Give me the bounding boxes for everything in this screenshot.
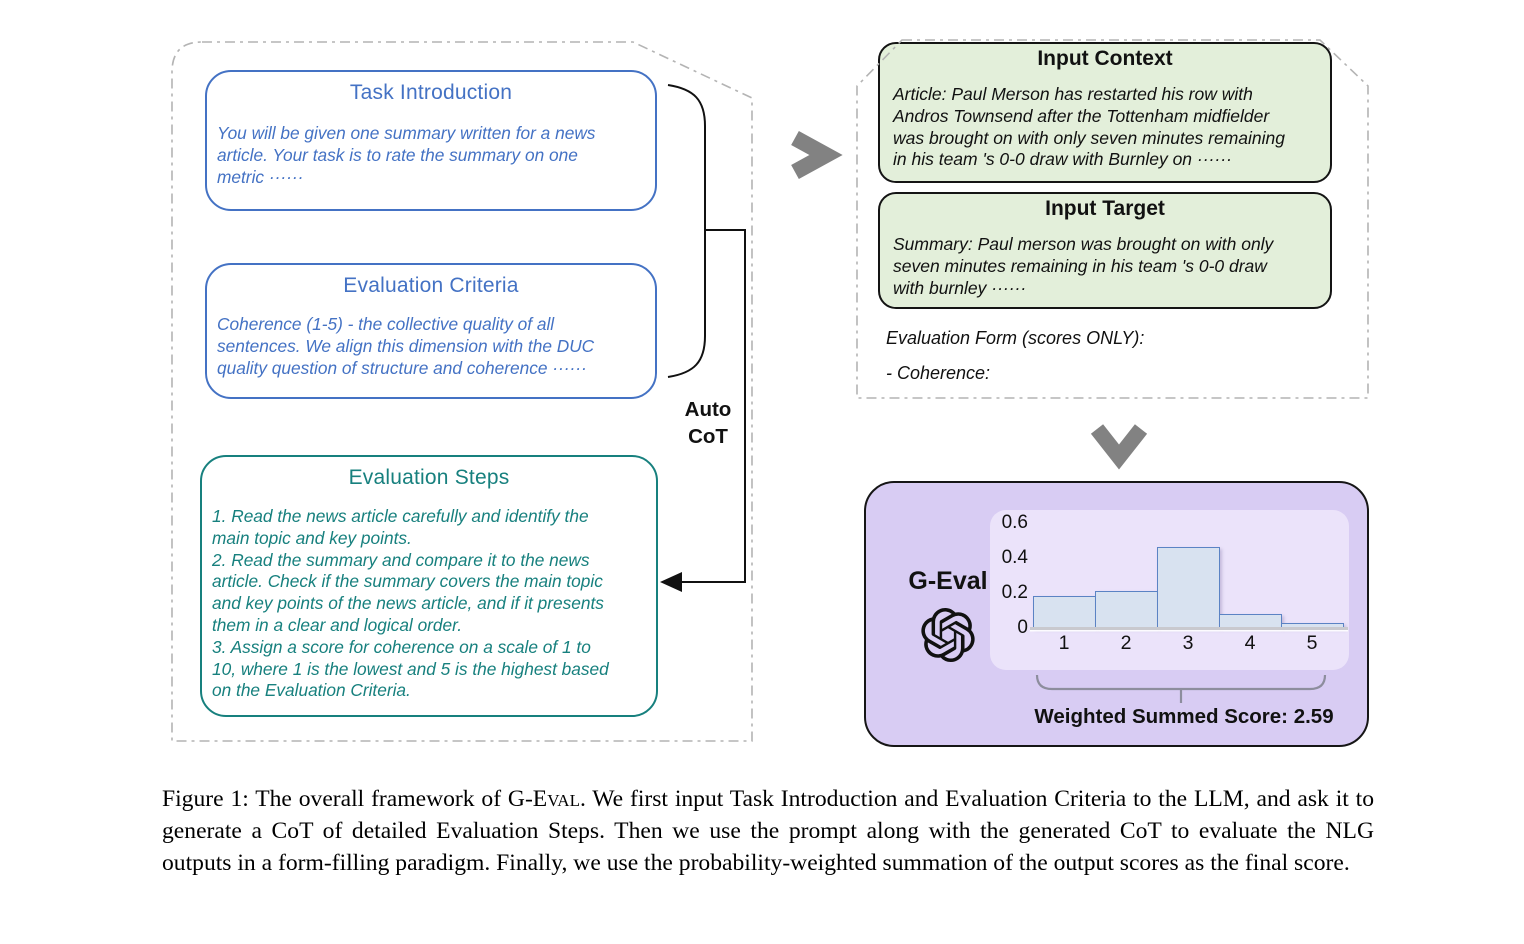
auto-cot-label: Auto CoT [684,398,732,448]
list-item: 3. Assign a score for coherence on a sca… [212,636,609,701]
histogram-bar [1157,547,1220,628]
x-tick-label: 1 [1058,632,1070,654]
x-tick-label: 4 [1244,632,1256,654]
figure-caption: Figure 1: The overall framework of G-Eva… [162,784,1374,879]
caption-prefix: Figure 1: The overall framework of [162,786,508,812]
g-eval-output-panel: G-Eval 0 0.2 0.4 0.6 1 2 3 4 5 Weighted Summed … [864,481,1369,747]
evaluation-criteria-body: Coherence (1-5) - the collective quality… [217,314,595,378]
input-target-title: Input Target [1045,197,1165,220]
list-item: 2. Read the summary and compare it to th… [212,549,604,635]
histogram-plot: 1 2 3 4 5 [1033,523,1344,654]
brace-upper [667,84,706,230]
caption-geval: G-Eval [507,786,580,812]
task-introduction-box: Task Introduction You will be given one … [205,70,657,211]
x-axis-line [1030,627,1348,630]
coherence-line: - Coherence: [886,363,991,383]
evaluation-criteria-box: Evaluation Criteria Coherence (1-5) - th… [205,263,657,399]
openai-logo-icon [890,608,1006,667]
y-tick-label: 0.6 [1001,512,1028,533]
g-eval-label: G-Eval [908,567,988,595]
histogram-bar [1095,591,1158,628]
list-item: 1. Read the news article carefully and i… [212,506,589,548]
weighted-score-label: Weighted Summed Score: 2.59 [1034,705,1334,728]
score-histogram-panel: 0 0.2 0.4 0.6 1 2 3 4 5 [990,510,1349,670]
evaluation-form-line: Evaluation Form (scores ONLY): [886,328,1145,348]
chevron-down-arrow-icon [1090,424,1148,470]
brace-lower [667,230,706,378]
x-tick-label: 2 [1120,632,1132,654]
y-tick-label: 0 [1017,617,1028,638]
evaluation-steps-box: Evaluation Steps 1. Read the news articl… [200,455,658,717]
y-tick-label: 0.2 [1001,582,1028,603]
evaluation-steps-title: Evaluation Steps [348,466,510,489]
task-introduction-body: You will be given one summary written fo… [217,123,596,187]
input-context-body: Article: Paul Merson has restarted his r… [893,84,1286,170]
evaluation-criteria-title: Evaluation Criteria [343,274,519,297]
input-context-box: Input Context Article: Paul Merson has r… [878,42,1332,183]
caption-suffix: . We first input Task Introduction and E… [162,786,1374,876]
y-tick-label: 0.4 [1001,547,1028,568]
g-eval-column: G-Eval [890,567,1006,667]
input-target-body: Summary: Paul merson was brought on with… [893,234,1274,298]
task-introduction-title: Task Introduction [349,81,513,104]
input-context-title: Input Context [1037,47,1173,70]
evaluation-steps-body: 1. Read the news article carefully and i… [202,506,656,702]
arrowhead-left-icon [660,572,682,592]
histogram-bar [1219,614,1282,628]
x-tick-label: 5 [1306,632,1318,654]
chevron-right-arrow-icon [791,130,843,180]
x-tick-label: 3 [1182,632,1194,654]
input-target-box: Input Target Summary: Paul merson was br… [878,192,1332,309]
histogram-bar [1033,596,1096,628]
